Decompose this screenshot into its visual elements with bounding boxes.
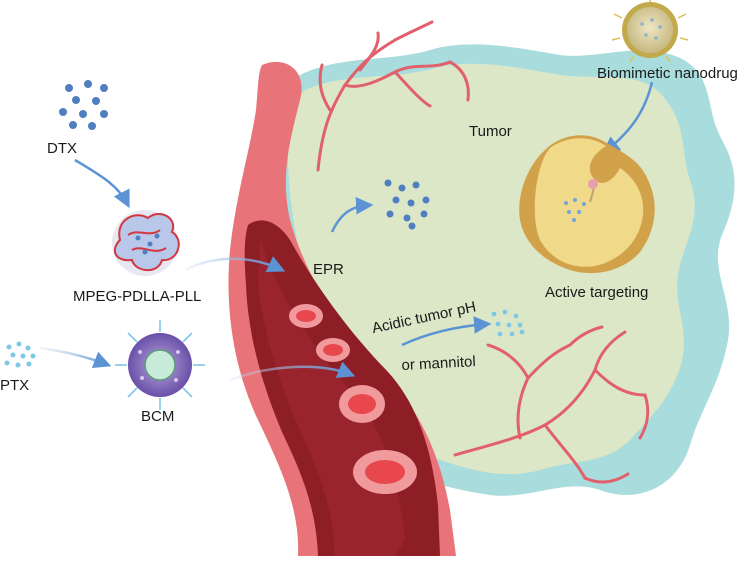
rbc-3 (339, 385, 385, 423)
label-dtx: DTX (47, 140, 77, 157)
arrow-epr (330, 196, 374, 233)
label-bcm: BCM (141, 408, 175, 425)
red-blood-cells (289, 304, 417, 494)
label-tumor: Tumor (469, 123, 512, 140)
arrow-biomimetic (602, 81, 654, 155)
tumor-cell (519, 135, 655, 274)
arrow-ptx-to-bcm (39, 346, 112, 369)
label-ptx: PTX (0, 377, 30, 394)
capillaries-top (316, 20, 470, 172)
arrow-acidic (401, 316, 492, 347)
rbc-4 (353, 450, 417, 494)
released-drug-dots (491, 309, 525, 337)
ptx-drug-dots (4, 341, 36, 368)
label-epr: EPR (313, 261, 344, 278)
dtx-drug-dots (59, 80, 108, 130)
bcm-micelle (115, 320, 205, 410)
rbc-2 (316, 338, 350, 362)
arrow-dtx-to-mpeg (74, 158, 130, 209)
rbc-1 (289, 304, 323, 328)
biomimetic-nanodrug (611, 0, 689, 63)
arrow-mpeg-to-vessel (184, 256, 286, 272)
arrows (39, 81, 654, 382)
arrow-bcm-to-vessel (229, 361, 356, 382)
epr-drug-dots (384, 179, 430, 230)
label-active-targeting: Active targeting (545, 284, 649, 301)
mpeg-nanoparticle (112, 210, 180, 276)
label-mpeg-pdlla-pll: MPEG-PDLLA-PLL (73, 288, 202, 305)
capillaries-bottom (453, 325, 650, 484)
label-biomimetic-nanodrug: Biomimetic nanodrug (597, 65, 738, 82)
